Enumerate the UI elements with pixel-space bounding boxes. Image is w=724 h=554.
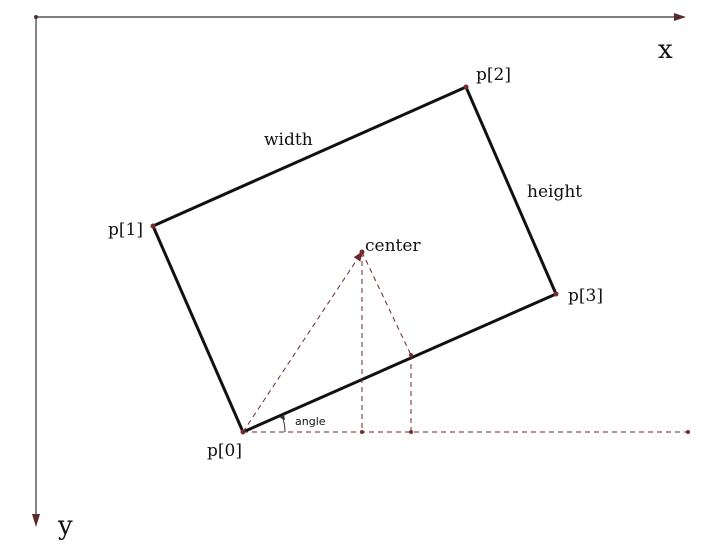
angle-arrow-icon xyxy=(280,414,285,420)
origin-dot xyxy=(34,15,38,19)
width-label: width xyxy=(264,130,313,150)
center-dot xyxy=(359,249,365,255)
edge-point-dot xyxy=(409,353,413,357)
angle-label: angle xyxy=(295,415,326,428)
y-axis-label: y xyxy=(57,511,73,541)
center-label: center xyxy=(365,236,421,256)
x-axis-label: x xyxy=(658,35,673,65)
horizontal-reference-end-dot xyxy=(686,430,690,434)
center-projection-dot xyxy=(360,430,364,434)
p3-dot xyxy=(553,291,559,297)
p1-dot xyxy=(150,223,156,229)
y-axis-arrow-icon xyxy=(32,514,40,527)
rotated-rectangle xyxy=(151,85,558,434)
p1-label: p[1] xyxy=(108,220,143,240)
p2-label: p[2] xyxy=(476,65,511,85)
p0-label: p[0] xyxy=(207,441,242,461)
edge-projection-dot xyxy=(409,430,413,434)
height-label: height xyxy=(527,182,582,202)
x-axis-arrow-icon xyxy=(674,13,686,21)
center-to-edge-line xyxy=(361,251,412,356)
p3-label: p[3] xyxy=(568,286,603,306)
p2-dot xyxy=(463,84,469,90)
